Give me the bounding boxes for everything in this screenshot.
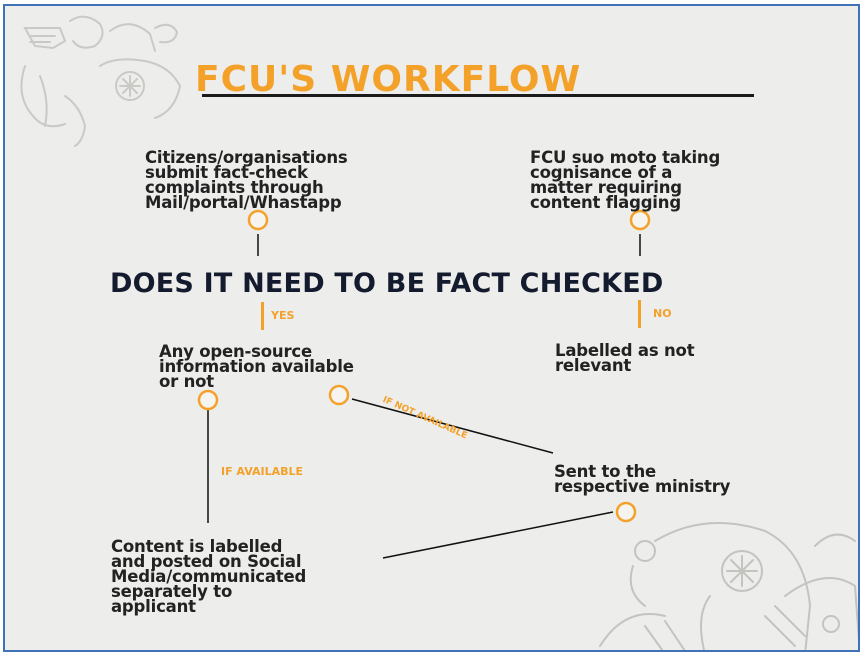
workflow-connectors [197,209,651,559]
workflow-infographic: FCU'S WORKFLOW Citizens/organisations su… [3,4,860,652]
page-title: FCU'S WORKFLOW [195,59,582,100]
node-marker-open-source [197,389,219,411]
no-label: NO [653,307,672,320]
node-marker-suo-moto [629,209,651,231]
yes-branch-bar [261,302,264,330]
node-suo-moto: FCU suo moto taking cognisance of a matt… [530,148,721,212]
node-labelled: Content is labelled and posted on Social… [111,537,307,616]
yes-label: YES [271,309,295,322]
doodle-people-icon [20,15,182,147]
no-branch-bar [638,300,641,328]
node-ministry: Sent to the respective ministry [554,462,731,496]
connector-ministry-to-labelled [382,511,614,559]
doodle-head-gears-icon [599,522,858,650]
node-marker-not-available [328,384,350,406]
node-citizens: Citizens/organisations submit fact-check… [145,148,348,212]
if-available-label: IF AVAILABLE [221,465,304,478]
title-underline [202,94,754,97]
connector-not-available [351,398,554,454]
node-not-relevant: Labelled as not relevant [555,341,695,375]
decision-question: DOES IT NEED TO BE FACT CHECKED [110,268,664,299]
node-marker-ministry [615,501,637,523]
node-open-source: Any open-source information available or… [159,342,354,391]
node-marker-citizens [247,209,269,231]
